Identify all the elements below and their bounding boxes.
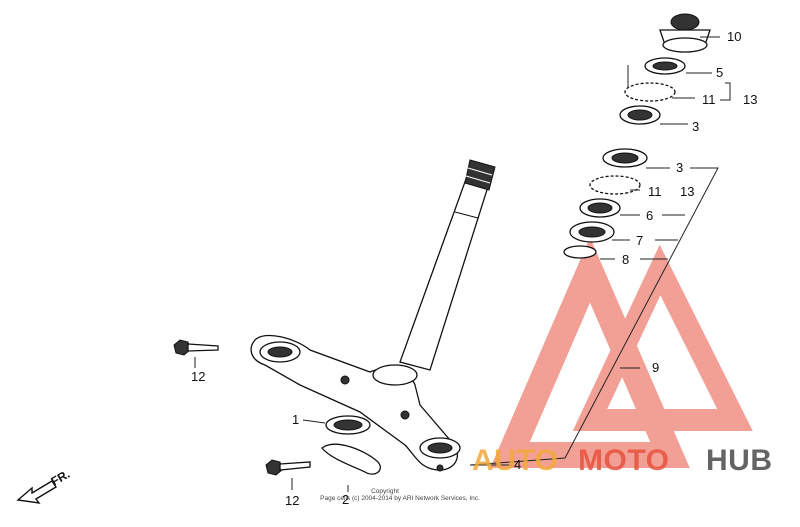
lower-bearing-stack [563,148,648,259]
bolt-upper [173,339,219,356]
copyright-notice: Copyright Page cells (c) 2004-2014 by AR… [320,488,480,502]
label-4: 4 [514,457,521,472]
label-12-lower: 12 [285,493,299,508]
cable-guide-part-2 [321,443,381,475]
dust-seal-part-1 [325,415,371,435]
bolt-lower [265,459,311,476]
steering-stem [399,159,496,371]
label-12-upper: 12 [191,369,205,384]
label-1: 1 [292,412,299,427]
part-number-labels: 10 5 11 13 3 3 11 13 6 7 8 9 1 2 4 12 12 [191,29,757,508]
label-11-upper: 11 [702,92,716,107]
label-13-lower: 13 [680,184,694,199]
label-3-upper: 3 [692,119,699,134]
watermark-text: AUTO MOTO HUB [472,444,773,477]
label-6: 6 [646,208,653,223]
upper-bearing-stack [619,13,711,125]
lower-triple-clamp [250,334,461,472]
label-7: 7 [636,233,643,248]
label-2: 2 [342,492,349,507]
front-direction-marker: FR. [16,467,72,504]
label-3-lower: 3 [676,160,683,175]
copyright-line-2: Page cells (c) 2004-2014 by ARI Network … [320,495,480,502]
label-5: 5 [716,65,723,80]
label-8: 8 [622,252,629,267]
watermark-hub: HUB [706,444,773,477]
label-10: 10 [727,29,741,44]
label-9: 9 [652,360,659,375]
watermark-auto: AUTO [472,444,558,477]
label-11-lower: 11 [648,184,662,199]
label-13-upper: 13 [743,92,757,107]
watermark-moto: MOTO [578,444,669,477]
callout-lines [194,36,731,492]
watermark-logo [490,237,753,468]
copyright-line-1: Copyright [371,488,399,495]
